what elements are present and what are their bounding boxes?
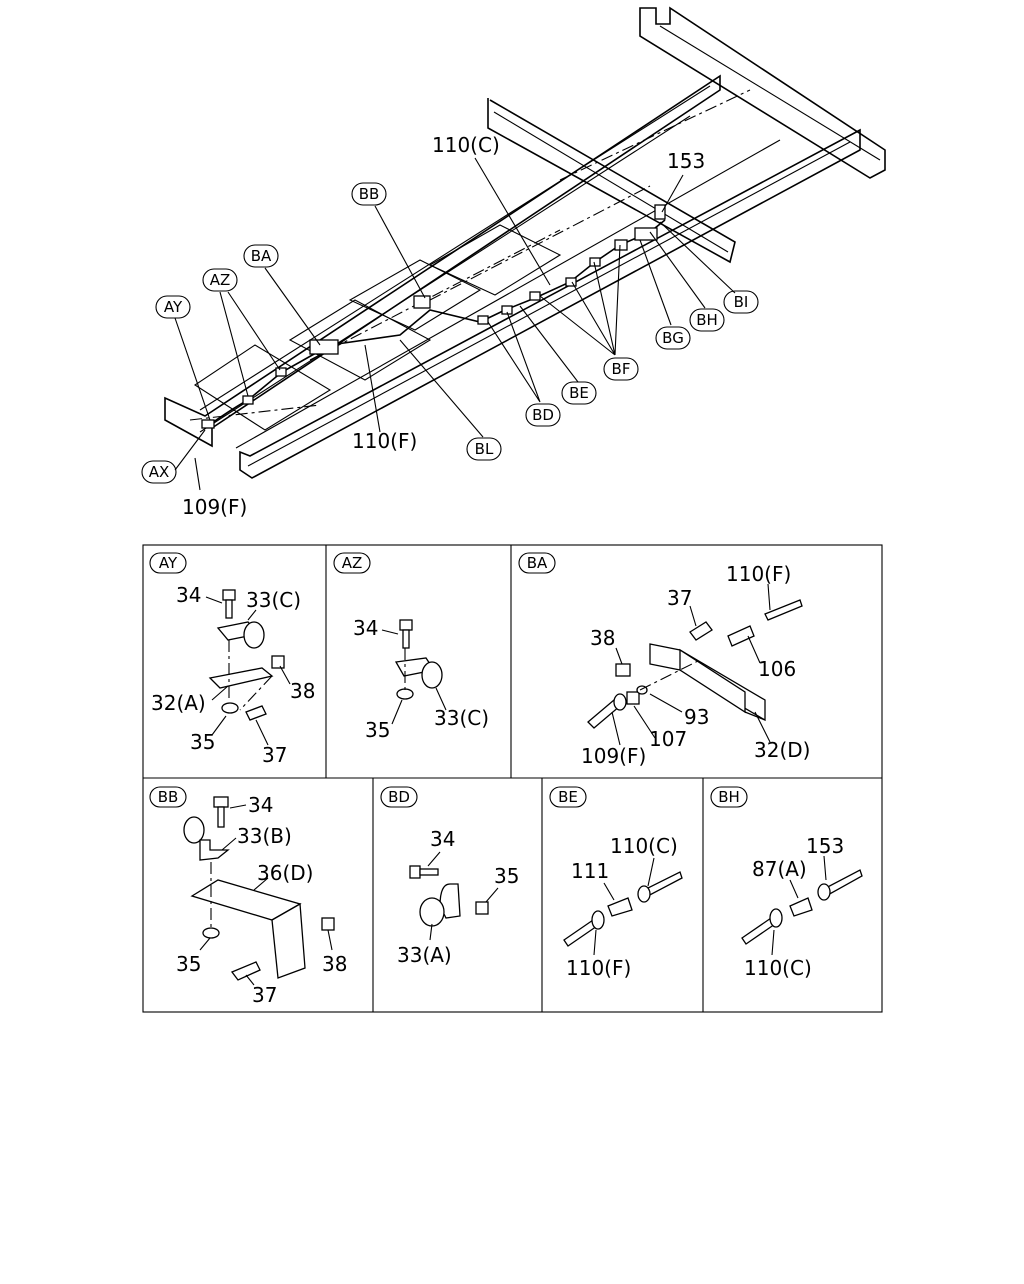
svg-text:AZ: AZ xyxy=(342,554,363,572)
label-35: 35 xyxy=(494,864,519,888)
chassis-frame-drawing xyxy=(164,6,886,491)
svg-text:BB: BB xyxy=(158,788,179,806)
bubble-ay: AY xyxy=(155,295,191,319)
bubble-bl: BL xyxy=(466,437,502,461)
detail-bb: BB 34 33(B) 36(D) 35 38 37 xyxy=(149,786,347,1007)
label-34: 34 xyxy=(353,616,378,640)
label-34: 34 xyxy=(248,793,273,817)
label-87a: 87(A) xyxy=(752,857,807,881)
svg-text:BI: BI xyxy=(734,293,749,311)
bubble-bg: BG xyxy=(655,326,691,350)
svg-text:BG: BG xyxy=(662,329,684,347)
callout-109f: 109(F) xyxy=(182,495,247,519)
detail-ay: AY 34 33(C) 32(A) 38 35 37 xyxy=(149,552,315,767)
bubble-be: BE xyxy=(561,381,597,405)
svg-text:BF: BF xyxy=(612,360,631,378)
detail-tag-be: BE xyxy=(549,786,587,808)
svg-text:AY: AY xyxy=(159,554,178,572)
label-33c: 33(C) xyxy=(246,588,301,612)
svg-text:BD: BD xyxy=(532,406,554,424)
svg-text:BD: BD xyxy=(388,788,410,806)
svg-text:BE: BE xyxy=(569,384,589,402)
callout-110c: 110(C) xyxy=(432,133,500,157)
label-37: 37 xyxy=(262,743,287,767)
detail-bh: BH 153 87(A) 110(C) xyxy=(710,786,863,980)
detail-grid xyxy=(142,544,883,1013)
svg-text:AX: AX xyxy=(149,463,170,481)
label-33a: 33(A) xyxy=(397,943,452,967)
label-37: 37 xyxy=(667,586,692,610)
detail-tag-ay: AY xyxy=(149,552,187,574)
bubble-ba: BA xyxy=(243,244,279,268)
label-107: 107 xyxy=(649,727,687,751)
svg-text:AY: AY xyxy=(164,298,183,316)
callout-110f: 110(F) xyxy=(352,429,417,453)
bubble-bb: BB xyxy=(351,182,387,206)
detail-tag-bd: BD xyxy=(380,786,418,808)
label-38: 38 xyxy=(290,679,315,703)
svg-text:BH: BH xyxy=(718,788,740,806)
label-110f: 110(F) xyxy=(726,562,791,586)
svg-text:BB: BB xyxy=(359,185,380,203)
label-153: 153 xyxy=(806,834,844,858)
label-111: 111 xyxy=(571,859,609,883)
bubble-bd: BD xyxy=(525,403,561,427)
detail-tag-ba: BA xyxy=(518,552,556,574)
label-33c: 33(C) xyxy=(434,706,489,730)
svg-text:BE: BE xyxy=(558,788,578,806)
bubble-az: AZ xyxy=(202,268,238,292)
label-35: 35 xyxy=(365,718,390,742)
label-110f: 110(F) xyxy=(566,956,631,980)
label-37: 37 xyxy=(252,983,277,1007)
detail-be: BE 110(C) 111 110(F) xyxy=(549,786,683,980)
label-36d: 36(D) xyxy=(257,861,313,885)
bubble-bh: BH xyxy=(689,308,725,332)
svg-text:BL: BL xyxy=(475,440,494,458)
label-38: 38 xyxy=(322,952,347,976)
label-109f: 109(F) xyxy=(581,744,646,768)
label-38: 38 xyxy=(590,626,615,650)
bubble-bf: BF xyxy=(603,357,639,381)
bubble-ax: AX xyxy=(141,460,177,484)
label-33b: 33(B) xyxy=(237,824,292,848)
label-34: 34 xyxy=(430,827,455,851)
svg-text:BA: BA xyxy=(251,247,272,265)
detail-tag-bh: BH xyxy=(710,786,748,808)
bubble-bi: BI xyxy=(723,290,759,314)
detail-az: AZ 34 35 33(C) xyxy=(333,552,489,742)
label-110c: 110(C) xyxy=(744,956,812,980)
label-106: 106 xyxy=(758,657,796,681)
svg-text:BA: BA xyxy=(527,554,548,572)
detail-tag-bb: BB xyxy=(149,786,187,808)
label-35: 35 xyxy=(190,730,215,754)
label-35: 35 xyxy=(176,952,201,976)
detail-ba: BA 110(F) 37 38 106 93 107 109(F) 32(D) xyxy=(518,552,810,768)
svg-text:BH: BH xyxy=(696,311,718,329)
detail-bd: BD 34 35 33(A) xyxy=(380,786,519,967)
label-32d: 32(D) xyxy=(754,738,810,762)
svg-text:AZ: AZ xyxy=(210,271,231,289)
detail-tag-az: AZ xyxy=(333,552,371,574)
label-110c: 110(C) xyxy=(610,834,678,858)
label-93: 93 xyxy=(684,705,709,729)
label-34: 34 xyxy=(176,583,201,607)
label-32a: 32(A) xyxy=(151,691,206,715)
callout-153: 153 xyxy=(667,149,705,173)
